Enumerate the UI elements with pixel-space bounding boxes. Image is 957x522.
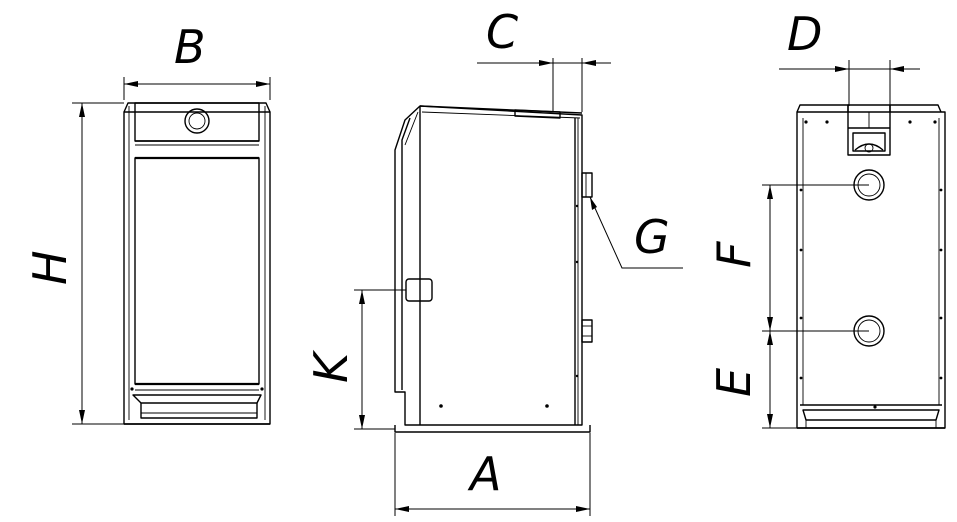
rear-view: [796, 104, 946, 429]
label-e: E: [707, 368, 761, 397]
dimension-h: H: [23, 102, 124, 425]
dimension-g: G: [589, 196, 683, 269]
label-a: A: [467, 447, 501, 501]
nozzle-g: [581, 172, 593, 198]
label-f: F: [707, 241, 761, 268]
dimension-f: F: [707, 184, 869, 332]
nozzle-return: [581, 319, 593, 343]
label-g: G: [634, 210, 670, 264]
label-b: B: [174, 20, 206, 74]
gauge-icon: [184, 108, 210, 134]
label-c: C: [486, 5, 518, 59]
flue-outlet: [847, 104, 891, 156]
dimension-e: E: [707, 331, 797, 429]
dimension-a: A: [394, 433, 591, 516]
door-handle: [405, 278, 433, 302]
label-k: K: [304, 349, 358, 383]
label-h: H: [23, 250, 77, 285]
dimension-b: B: [123, 20, 271, 100]
front-door: [134, 157, 260, 385]
side-view: [394, 105, 593, 433]
dimension-c: C: [477, 5, 611, 112]
label-d: D: [787, 7, 822, 61]
front-view: [123, 102, 271, 425]
dimension-d: D: [779, 7, 920, 106]
dimension-k: K: [304, 289, 406, 430]
